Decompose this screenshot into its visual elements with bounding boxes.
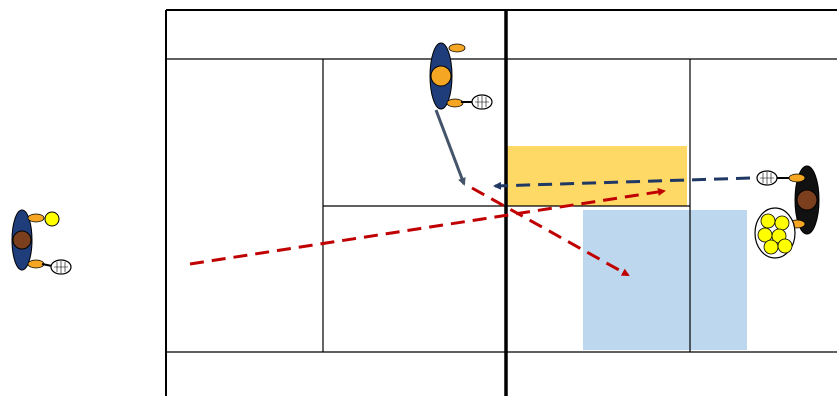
tennis-court (165, 9, 837, 396)
player-arm (446, 98, 464, 108)
net-player-top (429, 42, 493, 110)
racket-strings (475, 96, 489, 108)
tennis-ball-icon (777, 238, 793, 254)
player-arm (27, 259, 45, 269)
feeder-right (756, 165, 820, 235)
player-arm (788, 173, 806, 183)
player-head (12, 230, 32, 250)
volley-arrow (471, 186, 630, 277)
player-arm (448, 43, 466, 53)
player-head (796, 189, 818, 211)
tennis-ball-icon (44, 211, 60, 227)
baseline-player-left (11, 209, 72, 275)
cross-court-arrow (189, 187, 666, 266)
racket-strings (760, 172, 774, 184)
tennis-ball-icon (760, 213, 776, 229)
tennis-ball-icon (774, 215, 790, 231)
target-zone-blue (583, 210, 747, 350)
arrows (189, 109, 751, 277)
player-head (430, 65, 452, 87)
racket-handle (41, 263, 53, 267)
player-arm (27, 213, 45, 223)
move-arrow (434, 109, 466, 186)
target-zone-yellow (506, 146, 687, 206)
tennis-ball-icon (763, 239, 779, 255)
ball-basket-icon (754, 207, 796, 259)
racket-strings (54, 261, 68, 273)
